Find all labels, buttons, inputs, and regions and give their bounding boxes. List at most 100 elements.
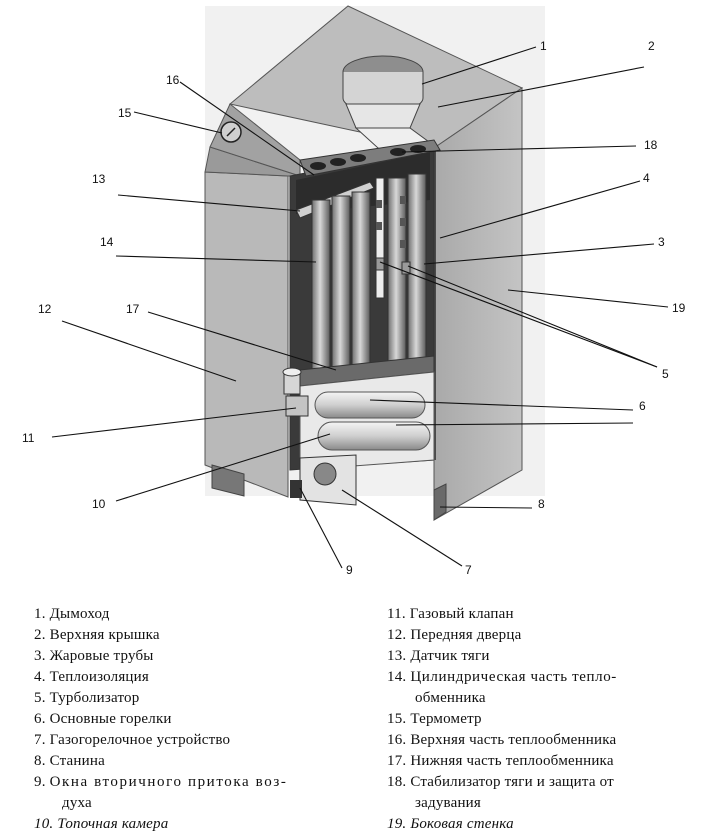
legend-item: 4. Теплоизоляция xyxy=(34,667,334,688)
leader-lines xyxy=(51,46,669,569)
legend-number: 3. xyxy=(34,648,46,664)
legend-number: 14. xyxy=(387,669,407,685)
legend-number: 17. xyxy=(387,753,407,769)
legend-item: 17. Нижняя часть теплообменника xyxy=(387,751,687,772)
legend-number: 7. xyxy=(34,732,46,748)
callout-3: 3 xyxy=(658,235,665,249)
callout-10: 10 xyxy=(92,497,106,511)
legend-item: 6. Основные горелки xyxy=(34,709,334,730)
legend-number: 8. xyxy=(34,753,46,769)
callout-16: 16 xyxy=(166,73,180,87)
legend-number: 4. xyxy=(34,669,46,685)
callout-18: 18 xyxy=(644,138,658,152)
legend-number: 12. xyxy=(387,627,407,643)
legend-text: Дымоход xyxy=(49,606,110,622)
legend-item: 2. Верхняя крышка xyxy=(34,625,334,646)
front-door-panel xyxy=(204,171,289,498)
legend-number: 1. xyxy=(34,606,46,622)
legend-text: Теплоизоляция xyxy=(49,669,149,685)
callout-numbers: 1 2 3 4 5 6 7 8 9 10 11 12 13 14 15 16 1… xyxy=(22,39,686,577)
parts-legend: 1. Дымоход 2. Верхняя крышка 3. Жаровые … xyxy=(0,600,717,837)
upper-heat-exchanger xyxy=(299,139,441,177)
legend-text: Боковая стенка xyxy=(410,816,514,832)
legend-number: 10. xyxy=(34,816,54,832)
main-burners xyxy=(314,391,431,451)
legend-text: Передняя дверца xyxy=(410,627,522,643)
legend-item: 9. Окна вторичного притока воз- xyxy=(34,772,334,793)
thermometer-needle xyxy=(226,127,236,137)
stand-right xyxy=(433,483,447,521)
gas-valve xyxy=(282,367,309,417)
legend-item: 3. Жаровые трубы xyxy=(34,646,334,667)
legend-text: Топочная камера xyxy=(57,816,169,832)
legend-text: духа xyxy=(62,795,92,811)
legend-item: 12. Передняя дверца xyxy=(387,625,687,646)
legend-item: 5. Турболизатор xyxy=(34,688,334,709)
fire-tube-openings xyxy=(310,145,426,170)
legend-text: Верхняя крышка xyxy=(49,627,160,643)
legend-item: 8. Станина xyxy=(34,751,334,772)
legend-item-continuation: обменника xyxy=(387,688,687,709)
callout-7: 7 xyxy=(465,563,472,577)
burner-opening xyxy=(313,462,337,486)
legend-item: 18. Стабилизатор тяги и защита от xyxy=(387,772,687,793)
legend-number: 15. xyxy=(387,711,407,727)
legend-column-left: 1. Дымоход 2. Верхняя крышка 3. Жаровые … xyxy=(34,604,334,835)
callout-8: 8 xyxy=(538,497,545,511)
legend-item: 1. Дымоход xyxy=(34,604,334,625)
stand-left xyxy=(211,464,245,497)
legend-item: 11. Газовый клапан xyxy=(387,604,687,625)
legend-number: 9. xyxy=(34,774,46,790)
legend-item-continuation: задувания xyxy=(387,793,687,814)
turbulators xyxy=(375,177,411,299)
legend-text: Окна вторичного притока воз- xyxy=(49,774,288,790)
legend-text: Основные горелки xyxy=(49,711,172,727)
legend-number: 2. xyxy=(34,627,46,643)
callout-2: 2 xyxy=(648,39,655,53)
draft-stabilizer xyxy=(345,103,421,129)
legend-number: 6. xyxy=(34,711,46,727)
side-wall xyxy=(433,87,523,521)
legend-item: 16. Верхняя часть теплообменника xyxy=(387,730,687,751)
legend-item: 15. Термометр xyxy=(387,709,687,730)
callout-9: 9 xyxy=(346,563,353,577)
callout-4: 4 xyxy=(643,171,650,185)
legend-item: 13. Датчик тяги xyxy=(387,646,687,667)
callout-15: 15 xyxy=(118,106,132,120)
legend-item: 19. Боковая стенка xyxy=(387,814,687,835)
legend-text: задувания xyxy=(415,795,482,811)
legend-item: 7. Газогорелочное устройство xyxy=(34,730,334,751)
callout-14: 14 xyxy=(100,235,114,249)
legend-text: Станина xyxy=(49,753,105,769)
callout-13: 13 xyxy=(92,172,106,186)
legend-item-continuation: духа xyxy=(34,793,334,814)
legend-text: Газогорелочное устройство xyxy=(49,732,231,748)
legend-number: 11. xyxy=(387,606,406,622)
legend-number: 18. xyxy=(387,774,407,790)
callout-17: 17 xyxy=(126,302,140,316)
callout-6: 6 xyxy=(639,399,646,413)
callout-11: 11 xyxy=(22,431,35,445)
callout-12: 12 xyxy=(38,302,52,316)
legend-number: 16. xyxy=(387,732,407,748)
legend-text: Стабилизатор тяги и защита от xyxy=(410,774,614,790)
boiler-cutaway-diagram: 1 2 3 4 5 6 7 8 9 10 11 12 13 14 15 16 1… xyxy=(22,5,686,577)
legend-text: Датчик тяги xyxy=(410,648,490,664)
callout-1: 1 xyxy=(540,39,547,53)
legend-number: 5. xyxy=(34,690,46,706)
callout-5: 5 xyxy=(662,367,669,381)
legend-text: Термометр xyxy=(410,711,482,727)
legend-number: 13. xyxy=(387,648,407,664)
legend-column-right: 11. Газовый клапан 12. Передняя дверца 1… xyxy=(387,604,687,835)
legend-text: Верхняя часть теплообменника xyxy=(410,732,617,748)
legend-text: Нижняя часть теплообменника xyxy=(410,753,614,769)
legend-text: Цилиндрическая часть тепло- xyxy=(410,669,617,685)
secondary-air-windows xyxy=(290,480,302,498)
legend-item: 14. Цилиндрическая часть тепло- xyxy=(387,667,687,688)
combustion-chamber xyxy=(299,371,435,471)
legend-text: Жаровые трубы xyxy=(49,648,154,664)
legend-text: Турболизатор xyxy=(49,690,140,706)
legend-text: обменника xyxy=(415,690,486,706)
legend-number: 19. xyxy=(387,816,407,832)
